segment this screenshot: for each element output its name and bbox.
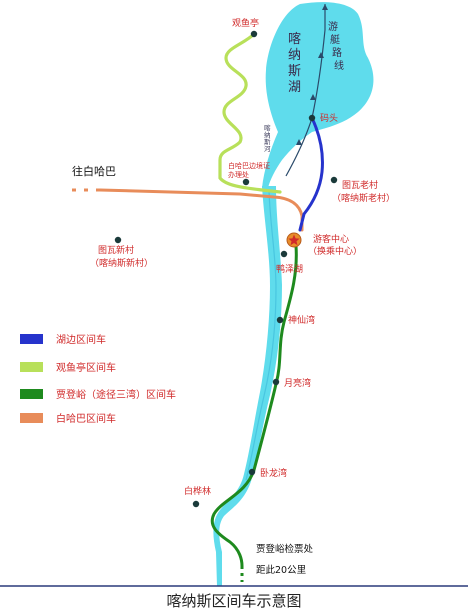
- border-office-label-line-2: 办理处: [228, 170, 249, 179]
- legend-label-guanyuting: 观鱼亭区间车: [56, 361, 116, 374]
- water-body: [213, 2, 374, 586]
- matou-label: 码头: [320, 113, 338, 124]
- river-name-char-1: 喀: [264, 123, 271, 132]
- visitor-center-sublabel: （换乘中心）: [308, 245, 362, 257]
- boat-route-arrow-3: [310, 94, 316, 100]
- lake-name-char-4: 湖: [288, 80, 301, 95]
- route-jiadengyu-line: [210, 244, 298, 568]
- wolong-wan-marker: [248, 468, 256, 476]
- shenxian-wan-label: 神仙湾: [288, 314, 315, 326]
- place-markers: [114, 30, 338, 508]
- distance-label: 距此20公里: [256, 564, 306, 576]
- map-title: 喀纳斯区间车示意图: [166, 592, 301, 610]
- yueliang-wan-label: 月亮湾: [284, 377, 311, 389]
- route-baihaba: [72, 188, 304, 232]
- legend-label-jiadengyu: 贾登峪（途径三湾）区间车: [56, 388, 176, 401]
- boat-route-arrow-4: [296, 139, 302, 145]
- tuwa-new-sublabel: （喀纳斯新村）: [90, 257, 153, 269]
- lake-name-char-2: 纳: [288, 48, 301, 63]
- legend-swatch-lakeside: [20, 334, 43, 344]
- tuwa-old-sublabel: （喀纳斯老村）: [332, 192, 395, 204]
- river-name-char-4: 河: [264, 145, 271, 153]
- tuwa-new-marker: [114, 236, 122, 244]
- legend-swatch-guanyuting: [20, 362, 43, 372]
- shenxian-wan-marker: [276, 316, 284, 324]
- river-shade: [245, 189, 277, 481]
- duck-lake-marker: [280, 250, 288, 258]
- kanas-river: [213, 186, 282, 586]
- boat-route-arrow-2: [318, 52, 324, 58]
- guanyuting-marker: [250, 30, 258, 38]
- border-office-marker: [242, 178, 250, 186]
- wolong-wan-label: 卧龙湾: [260, 467, 287, 479]
- boat-route-char-1: 游: [328, 20, 338, 33]
- boat-route: [285, 4, 328, 177]
- boat-route-char-4: 线: [334, 59, 344, 72]
- boat-route-arrow-1: [322, 4, 328, 10]
- route-guanyuting: [218, 32, 282, 194]
- duck-lake-label: 鸭泽湖: [276, 263, 303, 275]
- river-name-char-2: 纳: [264, 130, 271, 139]
- legend-swatch-jiadengyu: [20, 389, 43, 399]
- boat-route-char-2: 艇: [330, 33, 340, 46]
- kanas-lake: [262, 2, 374, 188]
- legend: 湖边区间车 观鱼亭区间车 贾登峪（途径三湾）区间车 白哈巴区间车: [20, 333, 176, 425]
- ticket-office-label: 贾登峪检票处: [256, 543, 314, 555]
- visitor-center-label: 游客中心: [313, 233, 349, 245]
- boat-route-line: [285, 4, 326, 177]
- river-name-char-3: 斯: [264, 137, 271, 146]
- route-baihaba-line: [98, 188, 304, 232]
- baihua-lin-marker: [192, 500, 200, 508]
- legend-label-lakeside: 湖边区间车: [56, 333, 106, 346]
- yueliang-wan-marker: [272, 378, 280, 386]
- lake-name-char-3: 斯: [288, 64, 301, 79]
- route-lakeside: [298, 116, 324, 232]
- legend-swatch-baihaba: [20, 413, 43, 423]
- legend-label-baihaba: 白哈巴区间车: [56, 412, 116, 425]
- baihua-lin-label: 白桦林: [184, 485, 211, 497]
- border-office-label-line-1: 白哈巴边境证: [228, 161, 270, 170]
- to-baihaba-label: 往白哈巴: [72, 164, 116, 178]
- tuwa-old-marker: [330, 176, 338, 184]
- visitor-center-star-icon: [286, 232, 302, 248]
- tuwa-old-label: 图瓦老村: [342, 179, 378, 191]
- matou-marker: [308, 114, 316, 122]
- boat-route-char-3: 路: [332, 46, 342, 59]
- route-jiadengyu: [210, 244, 298, 582]
- tuwa-new-label: 图瓦新村: [98, 244, 134, 256]
- guanyuting-label: 观鱼亭: [232, 17, 259, 29]
- lake-name-char-1: 喀: [288, 31, 301, 47]
